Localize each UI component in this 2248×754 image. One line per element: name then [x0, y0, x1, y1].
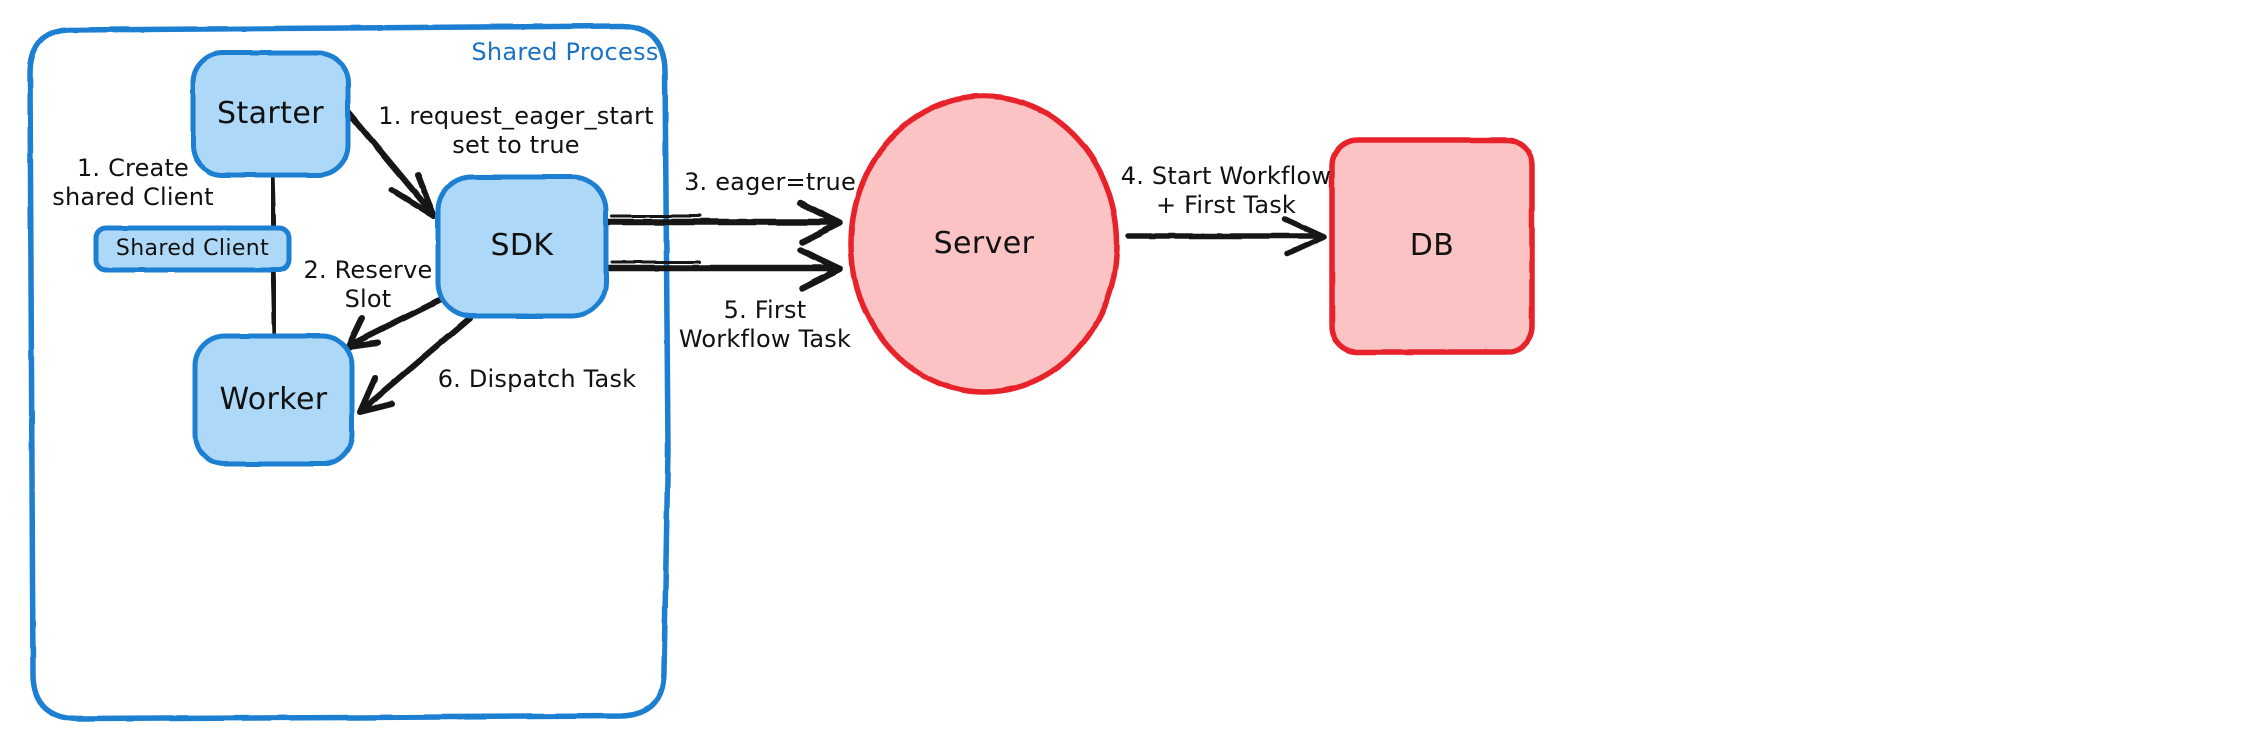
node-sdk[interactable]	[435, 174, 609, 319]
node-server[interactable]	[848, 93, 1120, 395]
edge-reserve-slot-arrow	[345, 297, 443, 350]
node-shared-client[interactable]	[93, 225, 292, 273]
edge-start-workflow-arrow	[1125, 216, 1327, 257]
node-starter[interactable]	[190, 50, 351, 178]
edge-eager-true-arrow	[604, 199, 844, 246]
edge-dispatch-task-arrow	[357, 315, 473, 415]
node-worker[interactable]	[192, 333, 355, 467]
edge-first-workflow-task-arrow	[604, 246, 844, 292]
node-db[interactable]	[1329, 137, 1535, 355]
shared-process-container	[27, 23, 671, 722]
edge-request-eager-start-arrow	[345, 109, 437, 219]
